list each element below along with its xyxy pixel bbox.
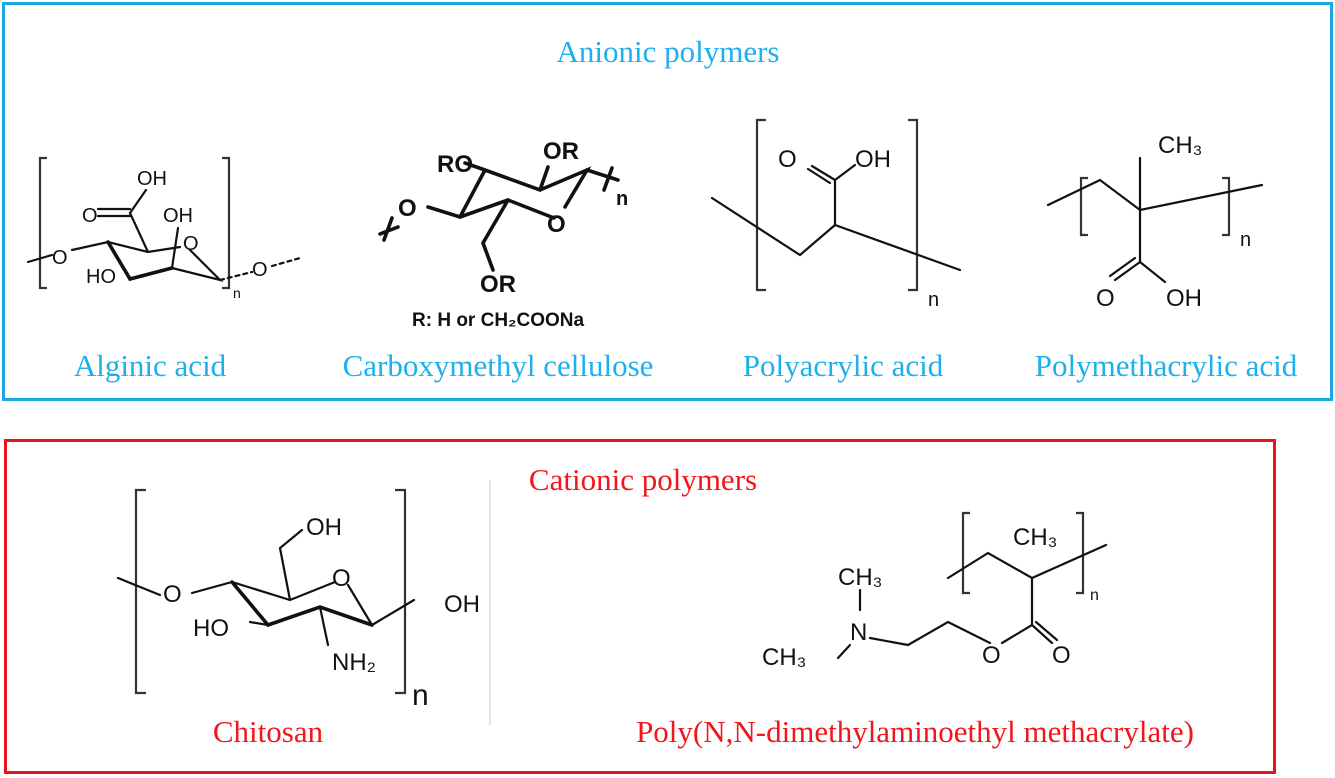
carboxymethyl-cellulose-structure: RO OR O O OR n R: H or CH₂COONa bbox=[378, 138, 628, 331]
polyacrylic-acid-structure: O OH n bbox=[710, 118, 962, 311]
cationic-polymers-panel bbox=[4, 439, 1276, 774]
svg-text:O: O bbox=[252, 259, 268, 281]
svg-text:OH: OH bbox=[137, 168, 167, 190]
label-alginic-acid: Alginic acid bbox=[73, 348, 227, 383]
svg-text:CH₃: CH₃ bbox=[1158, 132, 1202, 159]
svg-text:CH₃: CH₃ bbox=[1013, 524, 1057, 551]
polymethacrylic-acid-structure: CH₃ O OH n bbox=[1046, 132, 1264, 312]
chitosan-structure: OH O O OH HO NH₂ n bbox=[116, 488, 480, 712]
svg-text:O: O bbox=[52, 247, 68, 269]
svg-text:RO: RO bbox=[437, 151, 473, 178]
pdmaema-structure: CH₃ n CH₃ N CH₃ O O bbox=[762, 511, 1108, 671]
svg-text:O: O bbox=[778, 146, 797, 173]
label-polymethacrylic-acid: Polymethacrylic acid bbox=[1034, 348, 1298, 383]
label-carboxymethyl-cellulose: Carboxymethyl cellulose bbox=[342, 348, 654, 383]
alginic-acid-structure: OH O OH O O HO n O bbox=[26, 156, 302, 301]
svg-text:HO: HO bbox=[86, 266, 116, 288]
cationic-title: Cationic polymers bbox=[528, 462, 758, 497]
svg-text:n: n bbox=[1240, 229, 1251, 251]
svg-text:n: n bbox=[616, 188, 628, 210]
svg-text:O: O bbox=[1096, 285, 1115, 312]
svg-text:O: O bbox=[547, 211, 566, 238]
label-chitosan: Chitosan bbox=[212, 714, 324, 749]
cmc-r-group-note: R: H or CH₂COONa bbox=[412, 310, 584, 331]
svg-text:NH₂: NH₂ bbox=[332, 649, 376, 676]
svg-text:n: n bbox=[928, 289, 939, 311]
svg-text:N: N bbox=[850, 619, 867, 646]
svg-text:OH: OH bbox=[163, 205, 193, 227]
anionic-title: Anionic polymers bbox=[556, 34, 780, 69]
svg-text:O: O bbox=[332, 565, 351, 592]
svg-text:n: n bbox=[1090, 587, 1099, 604]
anionic-polymers-panel bbox=[2, 2, 1333, 401]
label-polyacrylic-acid: Polyacrylic acid bbox=[742, 348, 944, 383]
svg-text:OR: OR bbox=[480, 271, 516, 298]
svg-text:n: n bbox=[412, 679, 429, 712]
svg-text:O: O bbox=[1052, 642, 1071, 669]
svg-text:O: O bbox=[163, 581, 182, 608]
svg-text:CH₃: CH₃ bbox=[838, 564, 882, 591]
svg-text:OH: OH bbox=[444, 591, 480, 618]
svg-text:CH₃: CH₃ bbox=[762, 644, 806, 671]
svg-text:O: O bbox=[982, 642, 1001, 669]
svg-text:OR: OR bbox=[543, 138, 579, 165]
svg-text:O: O bbox=[183, 233, 199, 255]
svg-text:O: O bbox=[82, 205, 98, 227]
svg-text:OH: OH bbox=[855, 146, 891, 173]
svg-text:OH: OH bbox=[306, 514, 342, 541]
svg-text:O: O bbox=[398, 195, 417, 222]
svg-text:n: n bbox=[233, 285, 241, 301]
label-pdmaema: Poly(N,N-dimethylaminoethyl methacrylate… bbox=[636, 714, 1194, 749]
svg-text:OH: OH bbox=[1166, 285, 1202, 312]
svg-text:HO: HO bbox=[193, 615, 229, 642]
